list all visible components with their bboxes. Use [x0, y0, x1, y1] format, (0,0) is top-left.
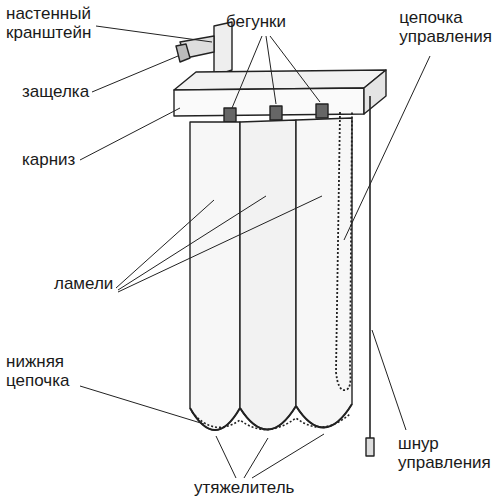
leader-lines [80, 26, 430, 478]
part-label: настенный кранштейн [6, 4, 91, 42]
weight [190, 408, 240, 430]
cornice-top [174, 70, 386, 90]
control-chain [336, 112, 352, 390]
cornice-side [364, 70, 386, 114]
part-label: карниз [22, 150, 75, 169]
slat [240, 120, 296, 430]
runner [224, 108, 236, 122]
cornice-front [174, 88, 364, 116]
control-cord [369, 96, 371, 438]
part-label: защелка [22, 82, 89, 101]
bottom-chain [192, 412, 350, 430]
part-label: цепочка управления [399, 8, 492, 46]
slat [190, 122, 240, 430]
cord-handle [366, 438, 374, 456]
part-label: нижняя цепочка [6, 352, 69, 390]
part-label: утяжелитель [194, 478, 294, 497]
latch [176, 44, 190, 62]
runner [316, 104, 328, 118]
part-label: шнур управления [398, 434, 491, 472]
slat [296, 118, 352, 428]
part-label: бегунки [226, 12, 286, 31]
runner [270, 106, 282, 120]
part-label: ламели [54, 274, 113, 293]
